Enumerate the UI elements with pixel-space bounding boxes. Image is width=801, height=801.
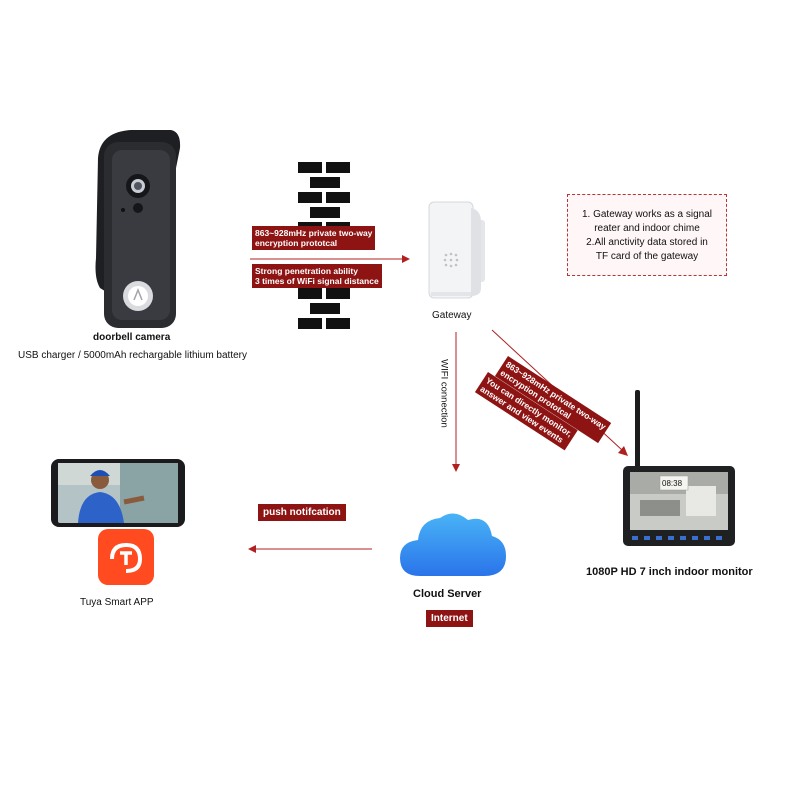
internet-badge: Internet xyxy=(426,610,473,627)
gateway-note-line: 1. Gateway works as a signal xyxy=(581,209,713,220)
link-label-penetration: Strong penetration ability 3 times of Wi… xyxy=(252,264,382,288)
link-label-line: 863~928mHz private two-way xyxy=(255,228,373,238)
indoor-monitor-image xyxy=(623,390,735,546)
arrow-cloud-to-app xyxy=(248,545,372,553)
monitor-clock: 08:38 xyxy=(662,479,683,488)
gateway-title: Gateway xyxy=(432,310,472,321)
push-notification-label: push notifcation xyxy=(258,504,346,521)
monitor-title: 1080P HD 7 inch indoor monitor xyxy=(586,566,753,578)
gateway-device-image xyxy=(428,201,485,299)
doorbell-camera-title: doorbell camera xyxy=(93,332,171,343)
gateway-note-line: reater and indoor chime xyxy=(594,223,700,234)
doorbell-camera-image xyxy=(95,130,181,328)
arrow-gateway-to-cloud xyxy=(452,332,460,472)
link-label-line: Strong penetration ability xyxy=(255,266,358,276)
gateway-note-line: 2.All anctivity data stored in xyxy=(586,237,708,248)
wifi-connection-label: WIFI connection xyxy=(438,359,450,428)
cloud-server-icon xyxy=(400,513,506,576)
gateway-note-line: TF card of the gateway xyxy=(595,251,699,262)
tuya-app-title: Tuya Smart APP xyxy=(80,597,154,608)
link-label-frequency: 863~928mHz private two-way encryption pr… xyxy=(252,226,376,250)
gateway-note: 1. Gateway works as a signal reater and … xyxy=(567,194,727,276)
doorbell-camera-subtitle: USB charger / 5000mAh rechargable lithiu… xyxy=(18,350,248,361)
cloud-server-title: Cloud Server xyxy=(413,588,482,600)
smartphone-image xyxy=(51,459,185,527)
arrow-doorbell-to-gateway xyxy=(250,255,410,263)
link-label-line: encryption prototcal xyxy=(255,238,338,248)
link-label-line: 3 times of WiFi signal distance xyxy=(255,276,379,286)
tuya-app-icon[interactable] xyxy=(98,529,154,585)
